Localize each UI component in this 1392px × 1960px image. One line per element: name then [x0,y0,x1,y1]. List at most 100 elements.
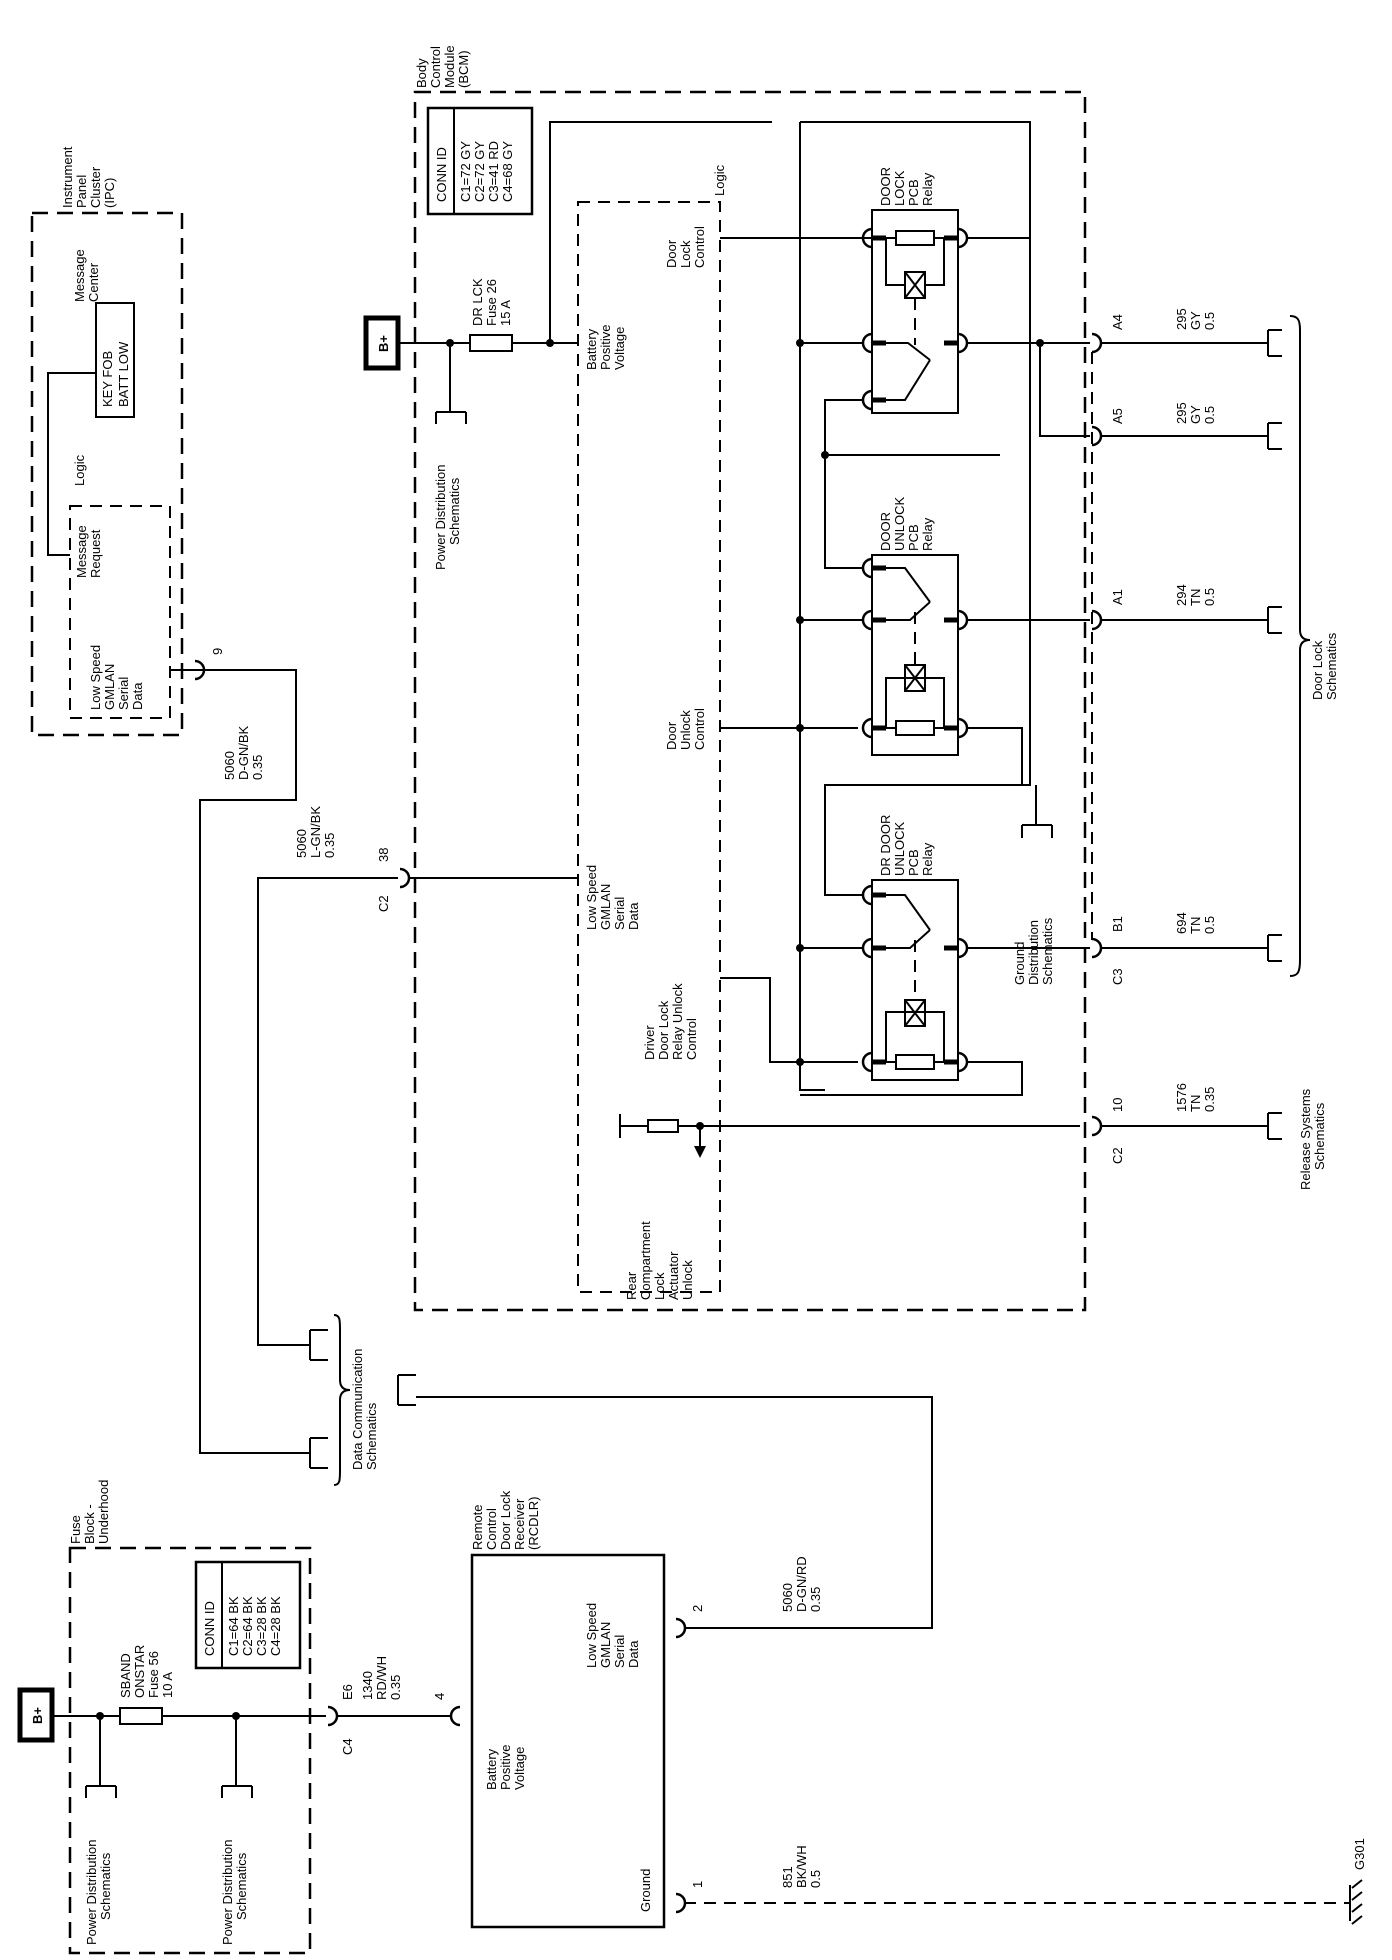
relay-dr-door-unlock-box [871,879,959,1081]
ipc-message-center-1: Message [72,249,87,302]
fuse-56-label-2: ONSTAR [132,1645,147,1698]
wire-a4-color: GY [1188,311,1203,330]
bcm-fuse-label-3: 15 A [498,300,513,326]
bcm-logic-label: Logic [712,164,727,196]
bcm-serial-4: Data [626,902,641,930]
fuse-conn-id-3: C3=28 BK [254,1596,269,1656]
relay-door-unlock-box [871,554,959,756]
door-lock-schematics-reference: Door Lock Schematics [1289,315,1339,977]
release-systems-2: Schematics [1312,1102,1327,1170]
ipc-serial-1: Low Speed [88,645,103,710]
fuse-bplus-label: B+ [30,1707,45,1724]
fuse-conn-id-table [194,1560,302,1670]
fuse-pin-e6 [326,1705,339,1727]
rcdlr-batt-pos-1: Battery [484,1748,499,1790]
bcm-door-lock-control-2: Lock [678,240,693,268]
wire-b1-size: 0.5 [1202,916,1217,934]
ipc-logic: Logic [72,454,87,486]
rcdlr-title-4: Receiver [512,1498,527,1550]
rcdlr-ground: Ground [638,1869,653,1912]
bcm-rear-compartment-3: Lock [652,1272,667,1300]
rcdlr-pin-4-label: 4 [432,1693,447,1700]
wire-a1-size: 0.5 [1202,588,1217,606]
fuse-56-label-4: 10 A [160,1672,175,1698]
ground-distribution-3: Schematics [1040,917,1055,985]
bcm-conn-id-table [426,106,534,216]
bcm-pin-b1 [1090,937,1103,959]
data-comm-label-1: Data Communication [350,1349,365,1470]
rcdlr-batt-pos-2: Positive [498,1744,513,1790]
rcdlr-title-3: Door Lock [498,1490,513,1550]
data-comm-label-2: Schematics [364,1402,379,1470]
rcdlr-power-color: RD/WH [374,1656,389,1700]
rcdlr-serial-3: Serial [612,1635,627,1668]
bcm-module: Body Control Module (BCM) CONN ID C1=72 … [363,45,1087,1312]
rcdlr-module: Remote Control Door Lock Receiver (RCDLR… [470,1490,666,1929]
wire-a4-circuit: 295 [1174,308,1189,330]
rcdlr-serial-2: GMLAN [598,1622,613,1668]
fuse-power-dist-1-b: Schematics [98,1852,113,1920]
relay-door-unlock-label-1: DOOR [878,512,893,551]
rcdlr-ground-size: 0.5 [808,1870,823,1888]
bcm-wire-color: L-GN/BK [308,806,323,858]
relay-door-unlock-label-3: PCB [906,524,921,551]
bcm-driver-unlock-3: Relay Unlock [670,983,685,1060]
wire-c2-10-size: 0.35 [1202,1087,1217,1112]
bcm-rear-compartment-2: Compartment [638,1221,653,1300]
ipc-message-request-1: Message [74,525,89,578]
relay-door-unlock-label-2: UNLOCK [892,496,907,551]
data-communication-reference: Data Communication Schematics [309,1314,416,1486]
rcdlr-serial-4: Data [626,1640,641,1668]
bcm-rear-compartment-1: Rear [624,1271,639,1300]
relay-dr-unlock-label-1: DR DOOR [878,815,893,876]
rcdlr-title-2: Control [484,1508,499,1550]
ipc-pin-9-label: 9 [210,648,225,655]
bcm-driver-unlock-2: Door Lock [656,1000,671,1060]
rcdlr-pin-1 [674,1892,687,1914]
bcm-title-3: Module [442,45,457,88]
bcm-c2-label: C2 [376,895,391,912]
ipc-outline [30,211,184,737]
door-lock-schematics-2: Schematics [1324,632,1339,700]
bcm-batt-pos-2: Positive [598,324,613,370]
fuse-conn-id-header: CONN ID [202,1601,217,1656]
bcm-pin-38-label: 38 [376,848,391,862]
wire-a5-color: GY [1188,405,1203,424]
bcm-driver-unlock-4: Control [684,1018,699,1060]
ipc-wire-color: D-GN/BK [236,726,251,781]
ipc-display-box [95,302,135,418]
ipc-serial-4: Data [130,682,145,710]
rcdlr-power-size: 0.35 [388,1675,403,1700]
fuse-block-title-1: Fuse [68,1515,83,1544]
rcdlr-gmlan-circuit: 5060 [780,1583,795,1612]
bcm-pin-38 [398,867,411,889]
bcm-door-lock-control-1: Door [664,239,679,268]
ipc-module: Instrument Panel Cluster (IPC) Message C… [30,146,225,737]
fuse-conn-id-2: C2=64 BK [240,1596,255,1656]
ground-g301-label: G301 [1352,1838,1367,1870]
ground-g301-icon [1349,1879,1363,1925]
door-lock-schematics-1: Door Lock [1310,640,1325,700]
bcm-batt-pos-3: Voltage [612,327,627,370]
bcm-pin-a5 [1090,425,1103,447]
bcm-title-1: Body [414,58,429,88]
bcm-serial-3: Serial [612,897,627,930]
ipc-display-line-1: KEY FOB [100,351,115,407]
wire-c2-10-color: TN [1188,1095,1203,1112]
rcdlr-title-5: (RCDLR) [526,1497,541,1550]
bcm-door-lock-control-3: Control [692,226,707,268]
ground-distribution-2: Distribution [1026,920,1041,985]
relay-dr-unlock-label-3: PCB [906,849,921,876]
bcm-rear-compartment-5: Unlock [680,1260,695,1300]
bcm-conn-id-4: C4=68 GY [500,141,515,202]
relay-door-lock-label-1: DOOR [878,167,893,206]
release-systems-1: Release Systems [1298,1088,1313,1190]
ipc-message-request-2: Request [88,529,103,578]
rcdlr-serial-1: Low Speed [584,1603,599,1668]
bcm-title-4: (BCM) [456,50,471,88]
wire-c2-10-circuit: 1576 [1174,1083,1189,1112]
bcm-pin-a5-label: A5 [1110,408,1125,424]
relay-dr-door-unlock: DR DOOR UNLOCK PCB Relay [861,815,969,1081]
ipc-logic-box [69,505,171,719]
